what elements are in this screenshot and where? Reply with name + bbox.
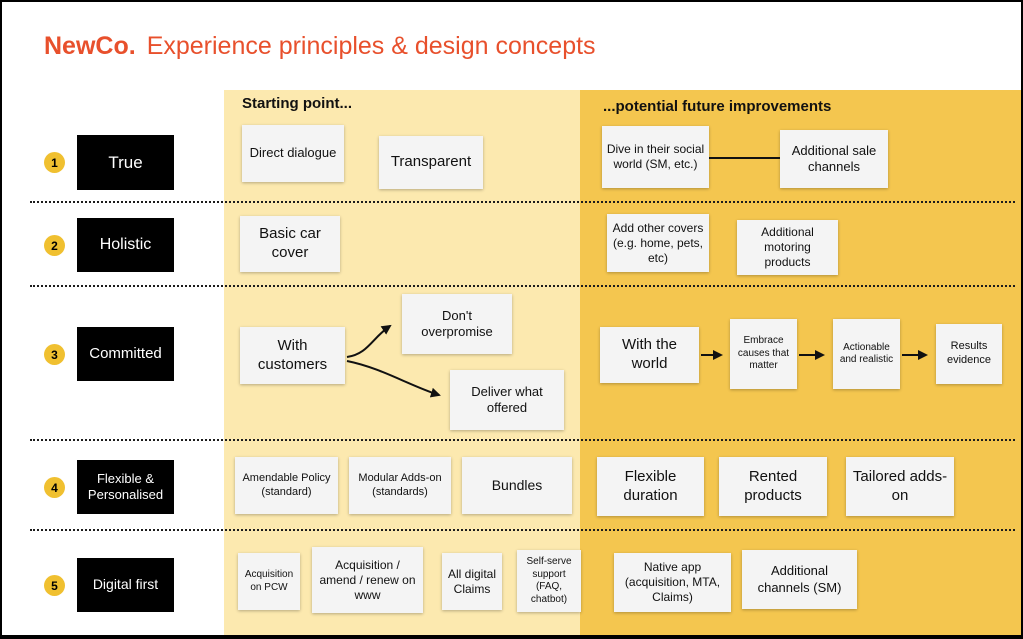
principle-label-flexible-personalised[interactable]: Flexible & Personalised: [77, 460, 174, 514]
card-text: Native app (acquisition, MTA, Claims): [624, 560, 721, 604]
card-text: Dive in their social world (SM, etc.): [606, 142, 705, 171]
principle-label-text: Holistic: [99, 236, 152, 253]
card-text: With the world: [621, 336, 678, 372]
sticky-note-add-other-covers[interactable]: Add other covers (e.g. home, pets, etc): [607, 214, 709, 272]
sticky-note-additional-motoring-products[interactable]: Additional motoring products: [737, 220, 838, 275]
sticky-note-results-evidence[interactable]: Results evidence: [936, 324, 1002, 384]
row-number-badge: 5: [44, 575, 65, 596]
sticky-note-dive-social-world[interactable]: Dive in their social world (SM, etc.): [602, 126, 709, 188]
card-text: All digital Claims: [447, 566, 497, 596]
row-divider: [30, 285, 1015, 287]
branch-arrows: [346, 324, 441, 398]
future-column-header: ...potential future improvements: [603, 98, 832, 115]
sticky-note-native-app[interactable]: Native app (acquisition, MTA, Claims): [614, 553, 731, 612]
sticky-note-additional-channels[interactable]: Additional channels (SM): [742, 550, 857, 609]
sticky-note-deliver-what-offered[interactable]: Deliver what offered: [450, 370, 564, 430]
card-text: Bundles: [491, 476, 543, 493]
card-text: Actionable and realistic: [839, 341, 894, 366]
card-text: Don't overpromise: [421, 307, 493, 339]
principle-label-text: Digital first: [92, 576, 159, 593]
sticky-note-all-digital-claims[interactable]: All digital Claims: [442, 553, 502, 610]
sticky-note-embrace-causes[interactable]: Embrace causes that matter: [730, 319, 797, 389]
row-number-text: 2: [51, 238, 58, 253]
principle-label-holistic[interactable]: Holistic: [77, 218, 174, 272]
row-number-text: 3: [51, 347, 58, 362]
card-text: Self-serve support (FAQ, chatbot): [526, 556, 572, 605]
card-text: Acquisition on PCW: [244, 569, 294, 593]
row-number-badge: 1: [44, 152, 65, 173]
sticky-note-basic-car-cover[interactable]: Basic car cover: [240, 216, 340, 272]
card-text: Rented products: [744, 467, 802, 504]
sticky-note-self-serve-support[interactable]: Self-serve support (FAQ, chatbot): [517, 550, 581, 612]
sticky-note-rented-products[interactable]: Rented products: [719, 457, 827, 516]
row-number-badge: 3: [44, 344, 65, 365]
card-text: Additional motoring products: [761, 225, 814, 269]
card-text: Acquisition / amend / renew on www: [319, 557, 416, 602]
card-text: With customers: [257, 336, 328, 373]
start-column-header: Starting point...: [242, 95, 352, 112]
card-text: Modular Adds-on (standards): [358, 471, 442, 498]
row-number-badge: 4: [44, 477, 65, 498]
principle-label-text: True: [108, 152, 143, 172]
sticky-note-tailored-adds-on[interactable]: Tailored adds-on: [846, 457, 954, 516]
principle-label-true[interactable]: True: [77, 135, 174, 190]
card-text: Basic car cover: [259, 225, 321, 261]
row-number-text: 4: [51, 480, 58, 495]
sticky-note-additional-sale-channels[interactable]: Additional sale channels: [780, 130, 888, 188]
title-subtitle: Experience principles & design concepts: [146, 32, 596, 60]
connector-line: [709, 157, 780, 159]
sticky-note-with-the-world[interactable]: With the world: [600, 327, 699, 383]
card-text: Direct dialogue: [249, 145, 337, 161]
row-divider: [30, 439, 1015, 441]
sticky-note-acquisition-amend-renew[interactable]: Acquisition / amend / renew on www: [312, 547, 423, 613]
sticky-note-direct-dialogue[interactable]: Direct dialogue: [242, 125, 344, 182]
card-text: Additional channels (SM): [757, 563, 842, 595]
row-number-badge: 2: [44, 235, 65, 256]
row-divider: [30, 529, 1015, 531]
card-text: Transparent: [390, 153, 472, 171]
card-text: Add other covers (e.g. home, pets, etc): [612, 220, 704, 265]
sticky-note-dont-overpromise[interactable]: Don't overpromise: [402, 294, 512, 354]
card-text: Results evidence: [946, 340, 992, 366]
sticky-note-modular-adds-on[interactable]: Modular Adds-on (standards): [349, 457, 451, 514]
sticky-note-acquisition-pcw[interactable]: Acquisition on PCW: [238, 553, 300, 610]
card-text: Amendable Policy (standard): [242, 471, 331, 498]
sticky-note-flexible-duration[interactable]: Flexible duration: [597, 457, 704, 516]
row-number-text: 1: [51, 155, 58, 170]
row-divider: [30, 201, 1015, 203]
sticky-note-amendable-policy[interactable]: Amendable Policy (standard): [235, 457, 338, 514]
card-text: Embrace causes that matter: [737, 335, 790, 372]
card-text: Flexible duration: [623, 467, 678, 504]
sequence-arrows: [701, 350, 928, 360]
row-number-text: 5: [51, 578, 58, 593]
card-text: Deliver what offered: [471, 383, 543, 415]
card-text: Additional sale channels: [791, 142, 877, 174]
brand-name: NewCo.: [44, 32, 136, 60]
sticky-note-transparent[interactable]: Transparent: [379, 136, 483, 189]
principle-label-digital-first[interactable]: Digital first: [77, 558, 174, 612]
sticky-note-bundles[interactable]: Bundles: [462, 457, 572, 514]
principle-label-committed[interactable]: Committed: [77, 327, 174, 381]
principle-label-text: Committed: [89, 344, 162, 362]
card-text: Tailored adds-on: [852, 467, 948, 504]
principle-label-text: Flexible & Personalised: [87, 470, 164, 502]
sticky-note-with-customers[interactable]: With customers: [240, 327, 345, 384]
page-title: NewCo. Experience principles & design con…: [44, 32, 596, 61]
sticky-note-actionable-realistic[interactable]: Actionable and realistic: [833, 319, 900, 389]
